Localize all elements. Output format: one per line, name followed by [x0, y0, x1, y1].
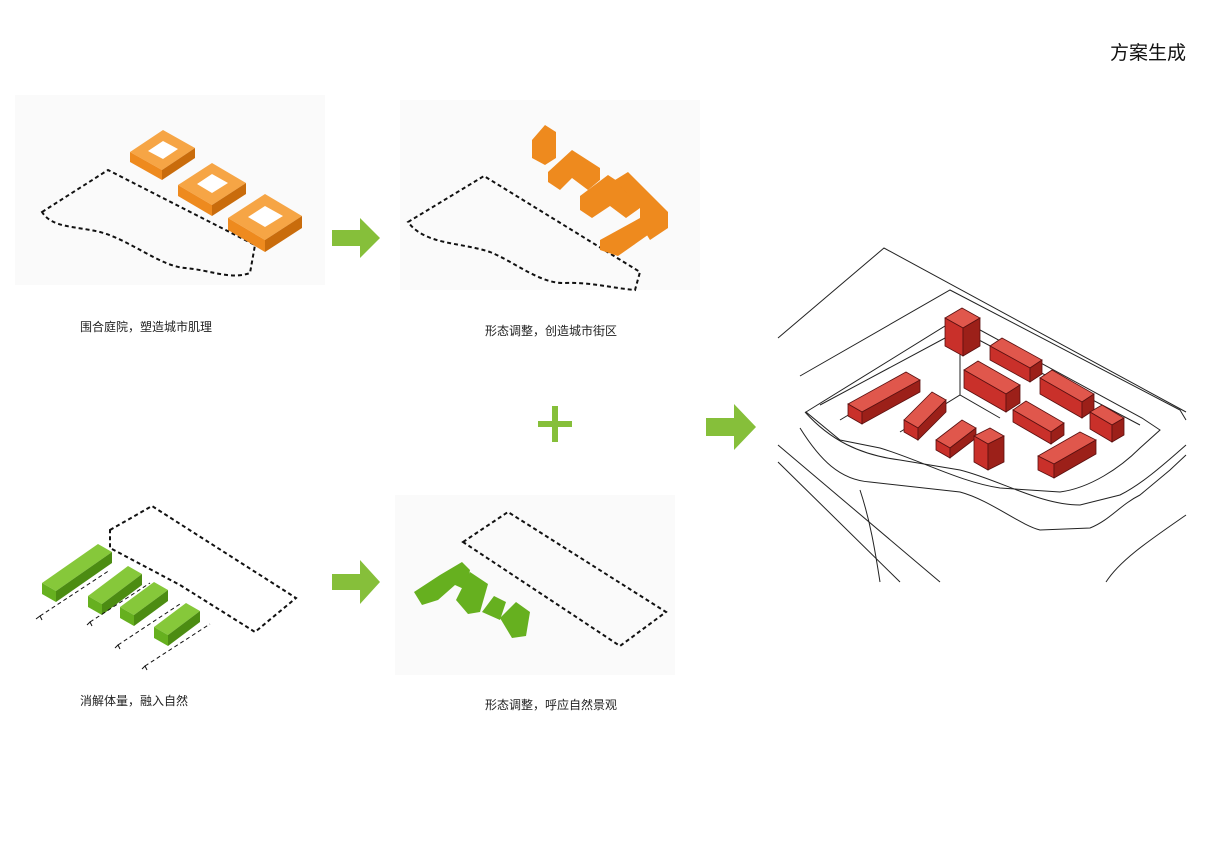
red-building [973, 427, 1005, 471]
diagram-dissolve-volume [35, 504, 298, 671]
organic-block [500, 602, 530, 638]
bar-block [580, 175, 640, 218]
organic-block [456, 572, 488, 614]
organic-block [482, 596, 506, 620]
red-building [1012, 400, 1065, 445]
red-building [847, 371, 921, 425]
green-bar-block [42, 544, 112, 602]
caption-step4: 形态调整，呼应自然景观 [485, 698, 618, 712]
caption-step1: 围合庭院，塑造城市肌理 [80, 320, 213, 334]
diagram-adjusted-blocks [406, 125, 668, 292]
final-site-plan [777, 247, 1187, 583]
diagram-organic-blocks [414, 510, 668, 648]
arrow-right-icon [706, 404, 756, 450]
site-boundary-dashed [406, 174, 642, 292]
diagram-courtyard-blocks [40, 130, 302, 277]
courtyard-block [130, 130, 195, 180]
bent-block [600, 218, 655, 256]
bar-block [548, 150, 600, 190]
red-building [1089, 404, 1125, 443]
red-building [1039, 369, 1095, 419]
site-boundary-dashed [40, 168, 257, 277]
courtyard-block [178, 163, 246, 216]
arrow-right-icon [332, 218, 380, 258]
red-building [903, 391, 947, 441]
red-building [944, 307, 981, 357]
page-title: 方案生成 [1109, 42, 1186, 64]
red-building [935, 419, 977, 459]
caption-step2: 形态调整，创造城市街区 [485, 324, 618, 338]
plus-icon [538, 406, 572, 442]
arrow-right-icon [332, 560, 380, 604]
courtyard-block [228, 194, 302, 252]
tower-block [532, 125, 556, 165]
background-texture-1 [15, 95, 325, 285]
green-bar-block [120, 582, 168, 626]
caption-step3: 消解体量，融入自然 [80, 694, 189, 708]
green-bar-block [154, 603, 200, 646]
red-building [1037, 431, 1097, 479]
red-building [963, 360, 1021, 413]
site-boundary-dashed [461, 510, 668, 648]
organic-block [414, 562, 470, 605]
green-bar-block [88, 566, 142, 615]
offset-arrows [35, 569, 211, 671]
bar-block [615, 172, 668, 244]
red-building [989, 337, 1043, 383]
